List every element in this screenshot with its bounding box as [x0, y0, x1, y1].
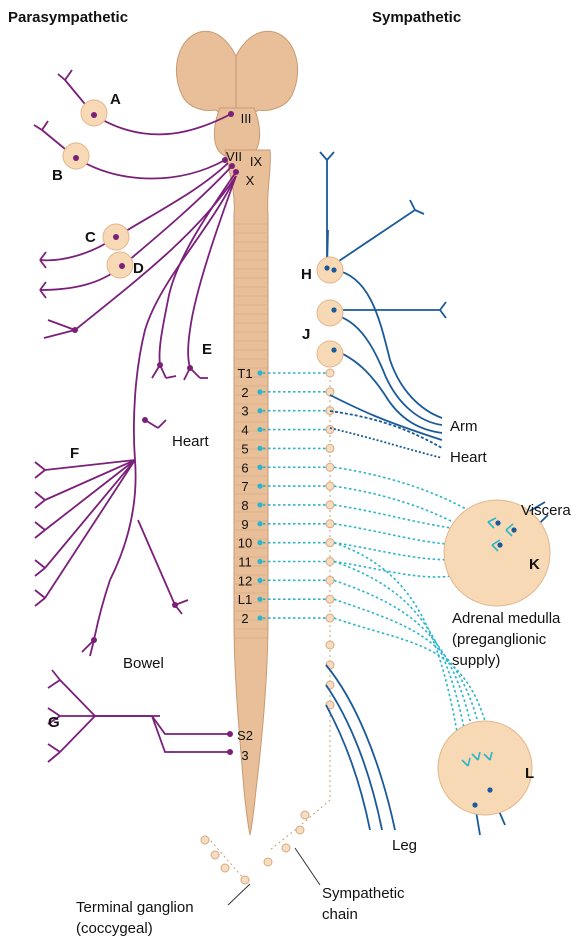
- ganglion-j-upper: [317, 300, 343, 326]
- chain-ganglion: [326, 388, 334, 396]
- caption-leg: Leg: [392, 837, 417, 854]
- chain-ganglion: [326, 614, 334, 622]
- terminal-ganglion: [211, 851, 219, 859]
- segment-label: 2: [241, 611, 248, 626]
- ramus-dot: [257, 597, 262, 602]
- ramus-dot: [257, 465, 262, 470]
- caption-arm: Arm: [450, 418, 478, 435]
- segment-label: 6: [241, 460, 248, 475]
- ramus-dot: [257, 615, 262, 620]
- cranial-nerve-x: X: [246, 173, 255, 188]
- terminal-ganglion: [221, 864, 229, 872]
- label-k: K: [529, 556, 540, 573]
- ramus-dot: [257, 578, 262, 583]
- chain-ganglion: [326, 558, 334, 566]
- caption-heart-right: Heart: [450, 449, 488, 466]
- sympathetic-header: Sympathetic: [372, 9, 461, 26]
- chain-ganglion: [301, 811, 309, 819]
- segment-label: 5: [241, 441, 248, 456]
- label-f: F: [70, 445, 79, 462]
- chain-ganglion: [326, 426, 334, 434]
- chain-ganglion: [326, 463, 334, 471]
- cranial-nerve-vii: VII: [226, 149, 242, 164]
- sacral-parasympathetic-nerves: [48, 670, 230, 762]
- terminal-chain-line: [210, 840, 245, 880]
- caption-chain-line2: chain: [322, 906, 358, 923]
- terminal-ganglion: [282, 844, 290, 852]
- terminal-ganglion: [264, 858, 272, 866]
- segment-label: T1: [237, 366, 252, 381]
- cranial-nerve-iii: III: [241, 111, 252, 126]
- ramus-dot: [257, 484, 262, 489]
- label-l: L: [525, 765, 534, 782]
- chain-ganglion: [326, 539, 334, 547]
- segment-label: 10: [238, 536, 252, 551]
- chain-ganglion: [326, 482, 334, 490]
- segment-label: 12: [238, 573, 252, 588]
- segment-s2: S2: [237, 728, 253, 743]
- label-c: C: [85, 229, 96, 246]
- sympathetic-chain-line: [270, 370, 330, 850]
- chain-ganglion: [296, 826, 304, 834]
- ramus-dot: [257, 540, 262, 545]
- caption-viscera: Viscera: [521, 502, 571, 519]
- segment-label: 2: [241, 385, 248, 400]
- label-d: D: [133, 260, 144, 277]
- brain: [176, 31, 297, 159]
- caption-heart-left: Heart: [172, 433, 210, 450]
- chain-ganglion: [326, 369, 334, 377]
- label-g: G: [48, 714, 60, 731]
- ramus-dot: [257, 389, 262, 394]
- ramus-dot: [257, 370, 262, 375]
- chain-ganglion: [326, 576, 334, 584]
- caption-adrenal-line3: supply): [452, 652, 500, 669]
- ramus-dot: [257, 502, 262, 507]
- f-group-terminals: [35, 462, 45, 606]
- label-a: A: [110, 91, 121, 108]
- parasympathetic-ganglia: [63, 100, 133, 278]
- segment-label: L1: [238, 592, 252, 607]
- segment-label: 4: [241, 423, 248, 438]
- caption-terminal-line1: Terminal ganglion: [76, 899, 194, 916]
- caption-adrenal-line2: (preganglionic: [452, 631, 547, 648]
- preganglionic-to-l: [334, 562, 470, 761]
- caption-chain-line1: Sympathetic: [322, 885, 405, 902]
- ganglion-h: [317, 257, 343, 283]
- terminal-ganglion: [201, 836, 209, 844]
- label-h: H: [301, 266, 312, 283]
- parasympathetic-header: Parasympathetic: [8, 9, 128, 26]
- chain-ganglion: [326, 444, 334, 452]
- ramus-dot: [257, 521, 262, 526]
- label-j: J: [302, 326, 310, 343]
- ramus-dot: [257, 427, 262, 432]
- label-b: B: [52, 167, 63, 184]
- ganglion-l: [438, 721, 532, 815]
- chain-ganglion: [326, 641, 334, 649]
- terminal-ganglion: [241, 876, 249, 884]
- segment-s3: 3: [241, 748, 248, 763]
- caption-adrenal-line1: Adrenal medulla: [452, 610, 561, 627]
- segment-label: 3: [241, 404, 248, 419]
- segment-label: 11: [238, 555, 252, 570]
- caption-terminal-line2: (coccygeal): [76, 920, 153, 937]
- chain-ganglion: [326, 520, 334, 528]
- segment-label: 8: [241, 498, 248, 513]
- caption-leader-lines: [228, 848, 320, 905]
- caption-bowel: Bowel: [123, 655, 164, 672]
- cranial-nerve-ix: IX: [250, 154, 263, 169]
- ramus-dot: [257, 446, 262, 451]
- ramus-dot: [257, 559, 262, 564]
- segment-label: 7: [241, 479, 248, 494]
- ganglion-j: [317, 341, 343, 367]
- ramus-dot: [257, 408, 262, 413]
- chain-ganglion: [326, 501, 334, 509]
- label-e: E: [202, 341, 212, 358]
- segment-label: 9: [241, 517, 248, 532]
- chain-ganglion: [326, 595, 334, 603]
